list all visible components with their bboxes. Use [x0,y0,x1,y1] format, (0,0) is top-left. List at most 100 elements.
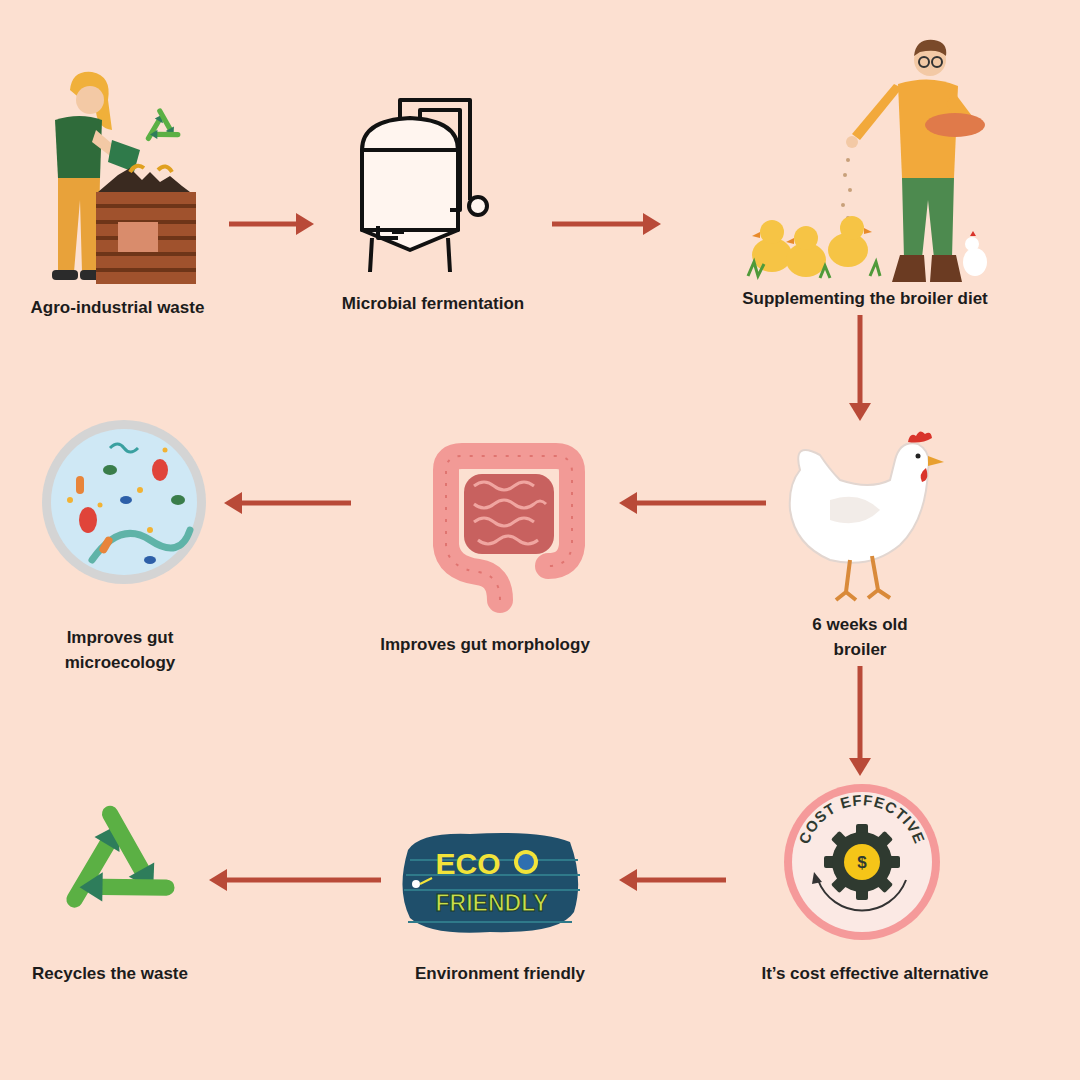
compost-woman-part [58,178,100,272]
eco-sticker-part [412,880,420,888]
step-caption: Improves gut morphology [380,632,590,657]
broiler-chicken-part-part [868,556,890,598]
arrow-head [849,758,871,776]
step-caption: Recycles the waste [32,961,188,986]
microbe-dish-part-part [137,487,143,493]
microbe-dish-part [98,535,114,555]
farmer-feeding-part-part [760,220,784,244]
flow-arrow [849,666,871,776]
farmer-feeding-part-part [919,57,929,67]
farmer-feeding-part-part [752,232,760,238]
farmer-feeding-part-part [786,238,794,244]
microbe-dish-part-part [163,448,168,453]
badge-title: COST EFFECTIVE [795,791,929,846]
recycle-symbol-part [79,849,166,925]
arrow-shaft [552,222,645,227]
step-caption: Agro-industrial waste [31,295,205,320]
microbe-dish-part [76,476,84,494]
broiler-chicken-part [916,454,921,459]
farmer-feeding-part-part [932,57,942,67]
arrow-shaft [858,315,863,405]
farmer-feeding-part [852,84,902,140]
arrow-shaft [635,501,766,506]
cost-badge: $ COST EFFECTIVE [784,784,940,940]
farmer-feeding-part-part [820,266,830,278]
farmer-feeding-part-part [748,262,764,276]
farmer-feeding-part [748,262,880,278]
intestine-part [446,456,572,600]
fermenter-tank-part [362,118,458,150]
farmer-feeding-part-part [870,262,880,276]
intestine [446,456,572,600]
arrow-head [619,869,637,891]
step-caption: Environment friendly [415,961,585,986]
eco-sticker: ECO FRIENDLY [402,833,580,933]
farmer-feeding-part-part [794,226,818,250]
fermenter-tank-part [362,150,458,230]
microbe-dish [42,420,206,584]
currency-sign: $ [857,853,867,872]
compost-woman-part [55,116,102,178]
compost-woman-part [52,270,78,280]
microbe-dish-part [171,495,185,505]
eco-sticker-part [402,833,578,933]
broiler-chicken [790,431,944,600]
eco-sticker-part [514,850,538,874]
microbe-dish-part [144,556,156,564]
arrow-head [643,213,661,235]
step-node: Environment friendly [385,825,615,986]
arrow-head [849,403,871,421]
cost-badge-part-part [831,831,893,893]
flow-arrow [224,492,351,514]
farmer-feeding-part [965,237,979,251]
compost-woman-part [96,206,196,270]
arrow-head [224,492,242,514]
compost-woman-part-part [96,268,196,272]
broiler-chicken-part [830,497,880,524]
compost-woman-part-part [96,204,196,208]
broiler-chicken-part [908,431,932,442]
compost-woman [52,72,196,284]
broiler-chicken-part [790,443,929,563]
fermenter-tank-part [378,226,404,238]
compost-woman-part [76,86,104,114]
recycle-symbol [75,814,176,925]
intestine-part [446,456,572,600]
farmer-feeding-part-part [840,216,864,240]
compost-woman-part [96,192,196,284]
farmer-feeding-part [970,231,976,236]
arrow-shaft [858,666,863,760]
fermenter-tank-part [420,110,460,210]
microbe-dish-part [79,507,97,533]
farmer-feeding-part [919,57,942,67]
arrow-shaft [635,878,726,883]
microbe-dish-part-part [98,503,103,508]
step-caption: Microbial fermentation [342,291,524,316]
friendly-word: FRIENDLY [436,890,549,916]
step-node: Supplementing the broiler diet [665,35,1065,311]
farmer-feeding-part [752,216,868,277]
farmer-feeding [748,40,987,282]
microbe-dish-part [152,459,168,481]
cost-badge-part [844,844,880,880]
compost-woman-part [148,111,180,147]
step-caption: Improves gut microecology [50,625,190,675]
intestine-part [474,482,546,544]
step-caption: 6 weeks old broiler [803,612,918,662]
farmer-feeding-part [892,255,962,282]
eco-sticker-part-part [408,921,572,923]
step-node: Recycles the waste [15,810,205,986]
compost-woman-part [118,222,158,252]
step-node: Improves gut morphology [355,440,615,657]
microbe-dish-part [120,496,132,504]
arrow-shaft [229,222,298,227]
compost-woman-part [130,166,172,172]
microbe-dish-part [51,429,197,575]
arrow-head [619,492,637,514]
microbe-dish-part [92,530,190,560]
step-node: It’s cost effective alternative [730,780,1020,986]
cost-badge-part [792,792,932,932]
